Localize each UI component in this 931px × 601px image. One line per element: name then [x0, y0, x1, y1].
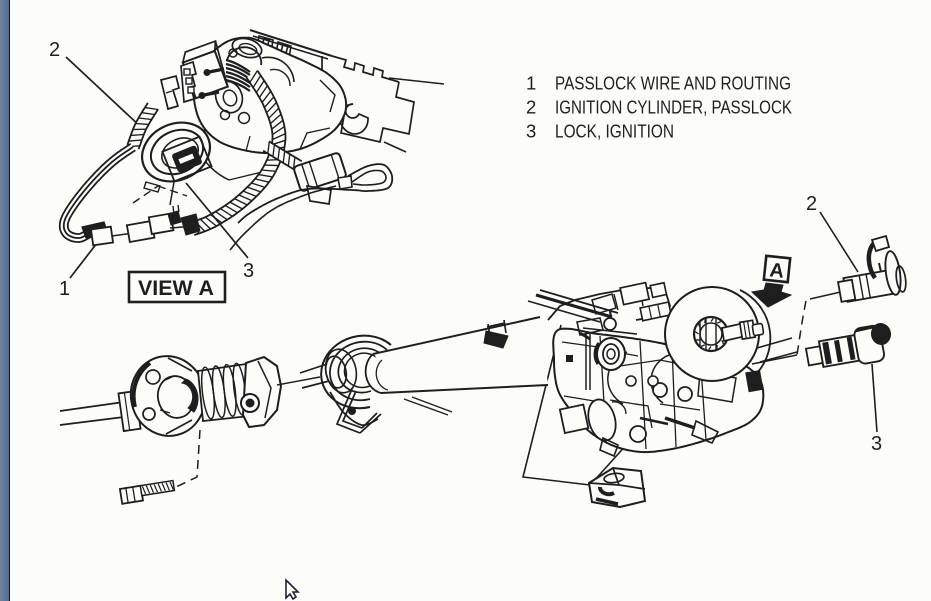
svg-text:2: 2 [49, 39, 60, 61]
svg-text:3: 3 [871, 433, 882, 455]
svg-text:2: 2 [526, 97, 536, 118]
svg-text:LOCK, IGNITION: LOCK, IGNITION [555, 121, 674, 142]
svg-text:A: A [768, 259, 785, 282]
svg-text:1: 1 [526, 73, 536, 94]
svg-text:PASSLOCK WIRE AND ROUTING: PASSLOCK WIRE AND ROUTING [555, 73, 791, 94]
svg-text:3: 3 [526, 121, 536, 142]
svg-text:2: 2 [806, 193, 817, 215]
svg-text:IGNITION CYLINDER, PASSLOCK: IGNITION CYLINDER, PASSLOCK [555, 97, 793, 118]
svg-text:VIEW A: VIEW A [138, 277, 214, 300]
svg-text:3: 3 [243, 260, 254, 282]
svg-text:1: 1 [59, 278, 70, 300]
